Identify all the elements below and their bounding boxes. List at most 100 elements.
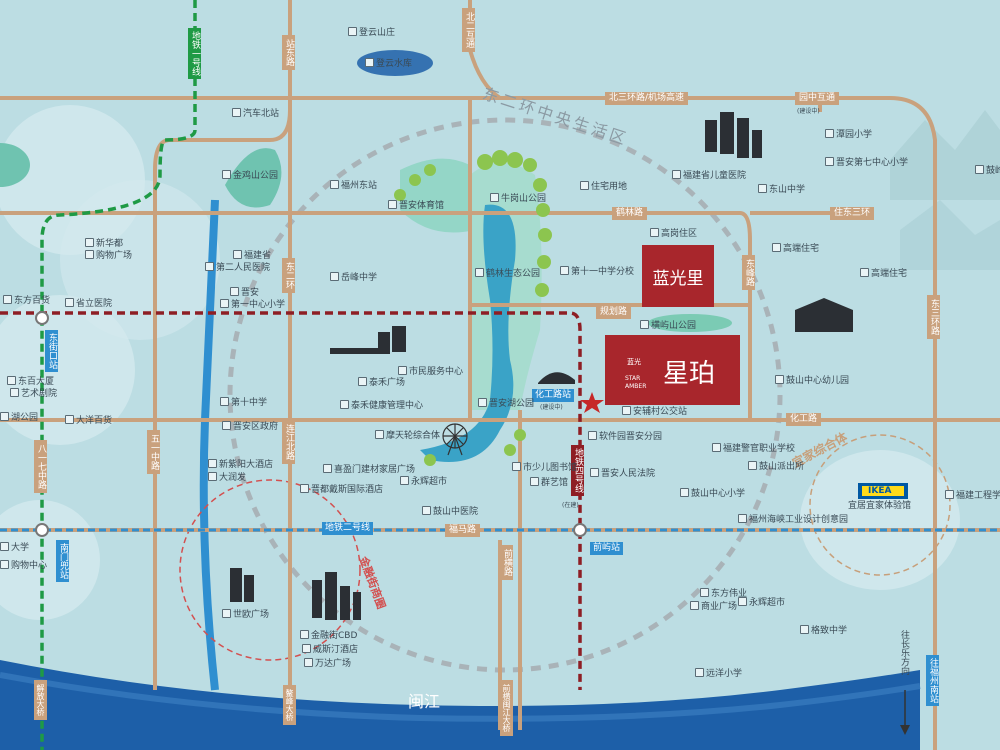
poi-marker-icon	[340, 400, 349, 409]
poi-marker-icon	[85, 250, 94, 259]
poi-label: 晋安体育馆	[388, 200, 444, 212]
poi-name: 万达广场	[315, 659, 352, 669]
station-huagonglu: 化工路站	[532, 389, 575, 402]
poi-name: 摩天轮综合体	[386, 431, 441, 441]
poi-marker-icon	[560, 266, 569, 275]
poi-name: 第十中学	[231, 398, 268, 408]
poi-label: 新紫阳大酒店	[208, 459, 273, 471]
poi-name: 鼓山中医院	[433, 507, 479, 517]
tiyuguan-park	[400, 158, 475, 233]
poi-name: 软件园晋安分园	[599, 432, 663, 442]
station-dongjie: 东街口站	[45, 330, 58, 372]
poi-marker-icon	[772, 243, 781, 252]
poi-marker-icon	[208, 472, 217, 481]
poi-label: 永辉超市	[400, 476, 447, 488]
poi-name: 第二人民医院	[216, 263, 271, 273]
poi-label: 东山中学	[758, 184, 805, 196]
languangli-label: 蓝光里	[652, 268, 704, 289]
poi-label: 晋都戴斯国际酒店	[300, 484, 383, 496]
ikea-logo: IKEA	[868, 486, 892, 496]
poi-marker-icon	[0, 560, 9, 569]
poi-label: 鼓岭	[975, 165, 1000, 177]
poi-label: 金鸡山公园	[222, 170, 278, 182]
poi-label: 东方伟业	[700, 588, 747, 600]
poi-name: 晋安	[241, 288, 260, 298]
poi-label: 横屿山公园	[640, 320, 696, 332]
poi-name: 永辉超市	[411, 477, 448, 487]
metro-line2-tag: 地铁二号线	[322, 522, 374, 535]
poi-label: 永辉超市	[738, 597, 785, 609]
poi-marker-icon	[0, 542, 9, 551]
xingpo-label: 星珀	[663, 359, 716, 389]
poi-marker-icon	[302, 644, 311, 653]
poi-label: 金融街CBD	[300, 630, 357, 642]
xingpo-brand: 蓝光	[627, 358, 641, 366]
road-yuanzhong-sub: (建设中)	[797, 108, 820, 115]
poi-label: 软件园晋安分园	[588, 431, 662, 443]
poi-name: 住宅用地	[591, 182, 628, 192]
xingpo-block[interactable]: 蓝光 STAR AMBER 星珀	[605, 335, 740, 405]
poi-marker-icon	[590, 468, 599, 477]
poi-name: 福州海峡工业设计创意园	[749, 515, 849, 525]
poi-name: 新紫阳大酒店	[219, 460, 274, 470]
poi-marker-icon	[672, 170, 681, 179]
poi-label: 东百大厦	[7, 376, 54, 388]
poi-marker-icon	[700, 588, 709, 597]
poi-label: 住宅用地	[580, 181, 627, 193]
poi-marker-icon	[680, 488, 689, 497]
poi-label: 福建工程学院	[945, 490, 1000, 502]
poi-name: 福建省	[244, 251, 272, 261]
poi-marker-icon	[375, 430, 384, 439]
poi-marker-icon	[825, 157, 834, 166]
poi-marker-icon	[205, 262, 214, 271]
station-marker-qianyu	[573, 523, 587, 537]
poi-marker-icon	[65, 415, 74, 424]
poi-label: 摩天轮综合体	[375, 430, 440, 442]
poi-marker-icon	[738, 514, 747, 523]
poi-name: 福州东站	[341, 181, 378, 191]
poi-marker-icon	[945, 490, 954, 499]
road-north-ring3: 北三环路/机场高速	[605, 92, 689, 105]
poi-name: 购物广场	[96, 251, 133, 261]
poi-marker-icon	[348, 27, 357, 36]
poi-label: 潭园小学	[825, 129, 872, 141]
poi-label: 第一中心小学	[220, 299, 285, 311]
poi-label: 世欧广场	[222, 609, 269, 621]
poi-marker-icon	[530, 477, 539, 486]
poi-label: 鼓山中医院	[422, 506, 478, 518]
poi-marker-icon	[300, 484, 309, 493]
poi-name: 晋安区政府	[233, 422, 279, 432]
road-huagong: 化工路	[786, 413, 822, 426]
ferris-wheel-icon	[442, 423, 468, 456]
poi-label: 鼓山派出所	[748, 461, 804, 473]
road-beizhong: 北二互通	[462, 8, 475, 52]
poi-name: 鼓山中心小学	[691, 489, 746, 499]
metro-line1-tag: 地铁一号线	[188, 28, 201, 79]
poi-label: 晋安	[230, 287, 259, 299]
poi-name: 晋安体育馆	[399, 201, 445, 211]
poi-name: 东百大厦	[18, 377, 55, 387]
poi-name: 福建警官职业学校	[723, 444, 796, 454]
poi-name: 安辅村公交站	[633, 407, 688, 417]
poi-label: 购物广场	[85, 250, 132, 262]
poi-label: 鼓山中心小学	[680, 488, 745, 500]
languangli-block[interactable]: 蓝光里	[642, 245, 714, 307]
dengyun-reservoir	[357, 50, 433, 76]
poi-label: 高端住宅	[772, 243, 819, 255]
poi-label: 晋安区政府	[222, 421, 278, 433]
poi-label: 高岗住区	[650, 228, 697, 240]
poi-name: 永辉超市	[749, 598, 786, 608]
poi-label: 福州海峡工业设计创意园	[738, 514, 848, 526]
poi-marker-icon	[622, 406, 631, 415]
station-nanmen: 南门兜站	[56, 540, 69, 582]
road-donger: 东二环	[282, 258, 295, 293]
poi-label: 安辅村公交站	[622, 406, 687, 418]
poi-marker-icon	[398, 366, 407, 375]
poi-label: 湖公园	[0, 412, 38, 424]
poi-name: 高端住宅	[783, 244, 820, 254]
poi-marker-icon	[85, 238, 94, 247]
metro-line-1	[40, 0, 197, 750]
poi-name: 金融街CBD	[311, 631, 358, 641]
poi-marker-icon	[10, 388, 19, 397]
poi-marker-icon	[330, 180, 339, 189]
